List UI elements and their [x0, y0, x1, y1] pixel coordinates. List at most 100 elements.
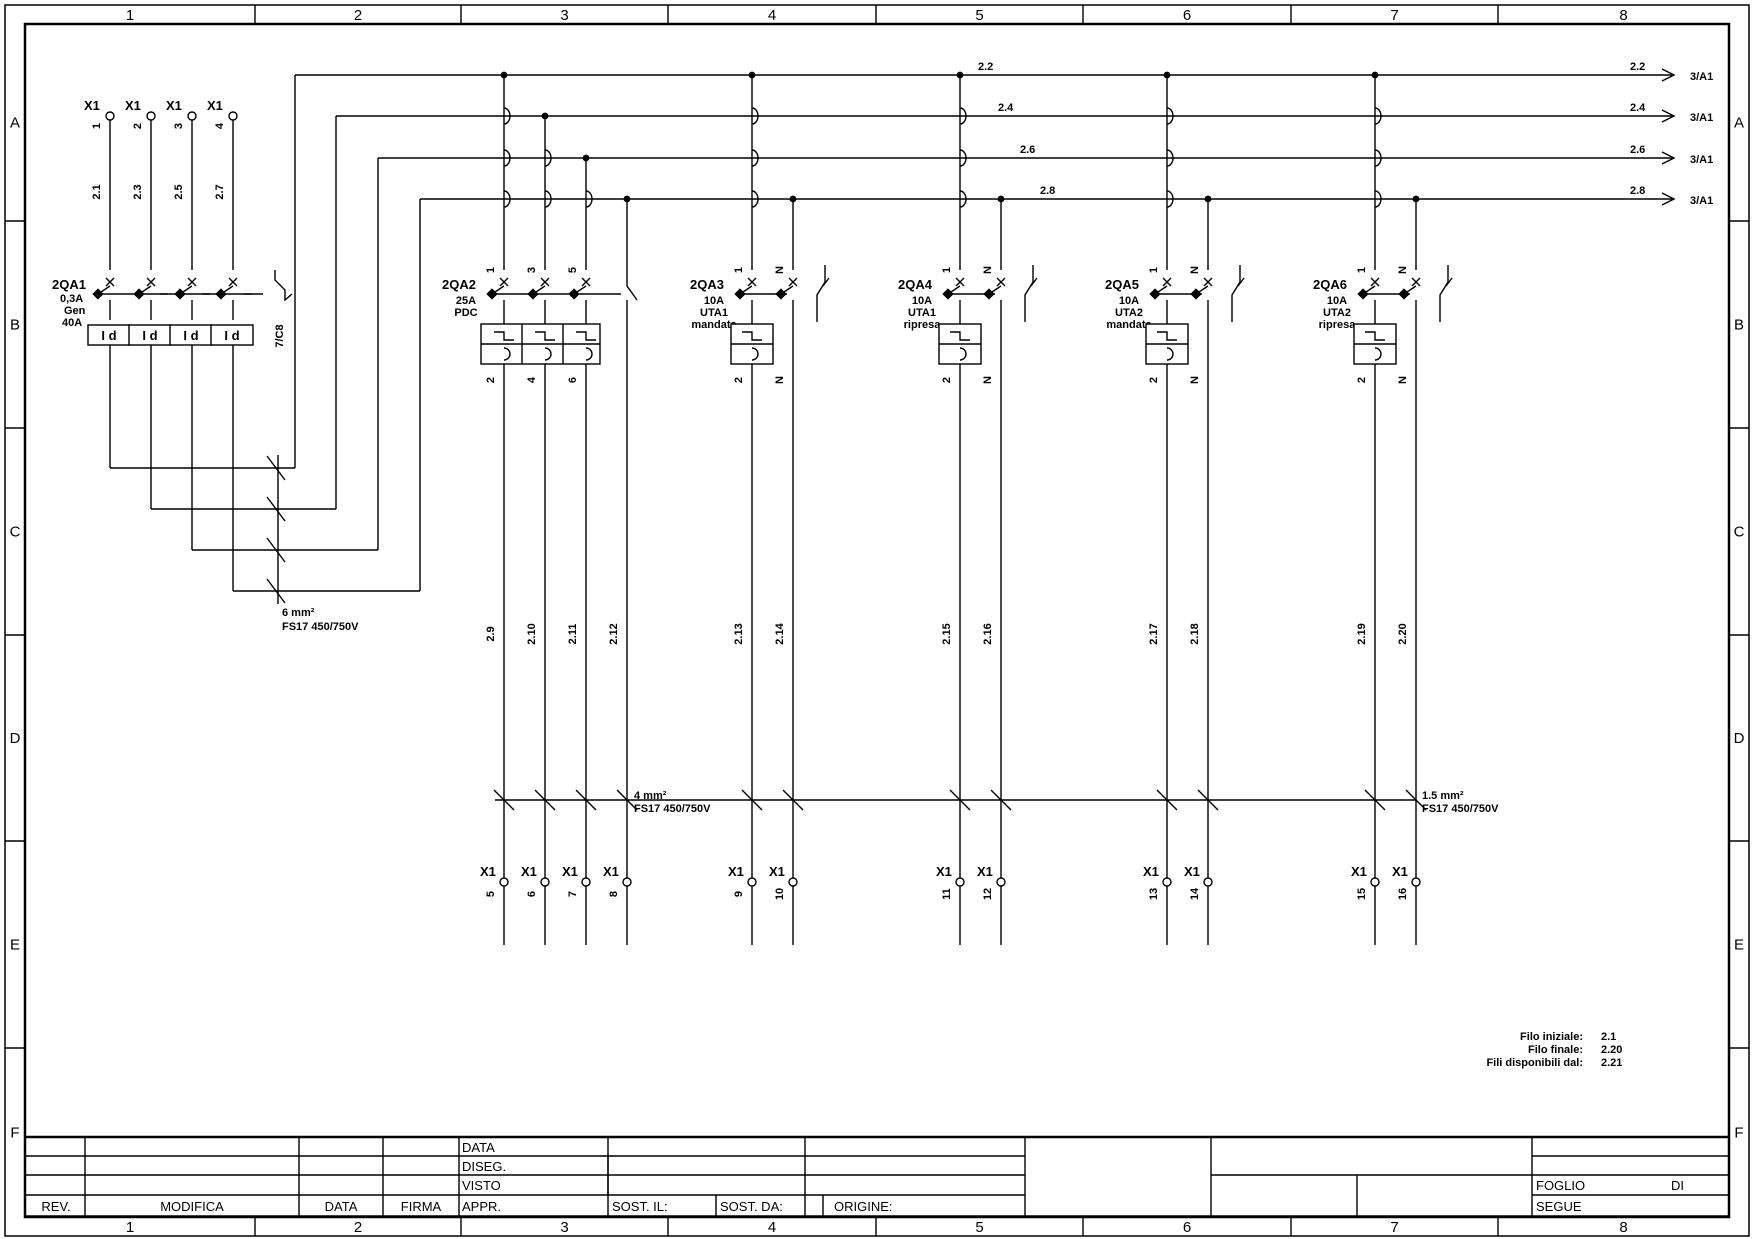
row-label-left: E [10, 937, 20, 954]
foglio-label: FOGLIO [1536, 1178, 1585, 1193]
busbar-label: 2.8 [1040, 185, 1055, 197]
crossover-hop [751, 149, 759, 167]
breaker-tag: 2QA2 [442, 277, 476, 292]
arrow-head [1661, 68, 1676, 82]
breaker-info: UTA1 [908, 307, 936, 319]
cable-type: FS17 450/750V [1422, 803, 1499, 815]
terminal-circle [996, 877, 1006, 887]
pole-number: 6 [567, 377, 579, 383]
arrow-head [1661, 192, 1676, 206]
aux-reference: 7/C8 [274, 324, 286, 347]
row-label-left: A [10, 115, 20, 132]
pole-number: 1 [1148, 267, 1160, 273]
column-label-bottom: 2 [354, 1219, 362, 1236]
column-label-top: 6 [1183, 7, 1191, 24]
terminal-tag: X1 [603, 864, 619, 879]
junction-dot [748, 71, 756, 79]
junction-dot [1204, 195, 1212, 203]
diseg-row-label: DISEG. [462, 1159, 506, 1174]
trip-symbol [1365, 331, 1385, 361]
pole-number: N [1189, 266, 1201, 274]
pole-number: 2 [1356, 377, 1368, 383]
wire-number: 2.20 [1397, 623, 1409, 644]
terminal-number: 14 [1189, 887, 1201, 900]
junction-dot [623, 195, 631, 203]
pole-cross [1203, 277, 1213, 287]
junction-dot [541, 112, 549, 120]
terminal-tag: X1 [977, 864, 993, 879]
pole-number: 2 [485, 377, 497, 383]
column-label-top: 8 [1619, 7, 1627, 24]
pole-cross [540, 277, 550, 287]
crossover-hop [1166, 149, 1174, 167]
trip-symbol [742, 331, 762, 361]
terminal-circle [747, 877, 757, 887]
pole-number: N [1397, 376, 1409, 384]
column-label-bottom: 6 [1183, 1219, 1191, 1236]
pole-number: N [982, 376, 994, 384]
terminal-circle [540, 877, 550, 887]
column-label-top: 1 [126, 7, 134, 24]
cable-tick [266, 455, 286, 481]
breaker-info: mandata [1106, 319, 1152, 331]
crossover-hop [959, 107, 967, 125]
cross-reference: 3/A1 [1690, 195, 1713, 207]
aux-contact [1024, 265, 1038, 322]
aux-contact [1231, 265, 1245, 322]
breaker-info: 10A [1119, 295, 1139, 307]
breaker-info: UTA2 [1115, 307, 1143, 319]
row-label-left: F [10, 1125, 19, 1142]
aux-contact [816, 265, 830, 322]
breaker-tag: 2QA4 [898, 277, 933, 292]
wire-number: 2.12 [608, 623, 620, 644]
crossover-hop [751, 107, 759, 125]
wire-number: 2.14 [774, 622, 786, 644]
terminal-tag: X1 [769, 864, 785, 879]
terminal-circle [1411, 877, 1421, 887]
junction-dot [1412, 195, 1420, 203]
pole-number: 1 [1356, 267, 1368, 273]
terminal-tag: X1 [207, 98, 223, 113]
breaker-info: 40A [62, 317, 82, 329]
wire-info-label: Fili disponibili dal: [1486, 1057, 1583, 1069]
terminal-tag: X1 [521, 864, 537, 879]
terminal-number: 9 [733, 891, 745, 897]
terminal-number: 8 [608, 891, 620, 897]
junction-dot [500, 71, 508, 79]
busbar-end-label: 2.8 [1630, 185, 1645, 197]
pole-number: N [1189, 376, 1201, 384]
crossover-hop [1374, 149, 1382, 167]
junction-dot [1163, 71, 1171, 79]
terminal-number: 5 [485, 891, 497, 897]
breaker-tag: 2QA3 [690, 277, 724, 292]
sost-il-label: SOST. IL: [612, 1199, 668, 1214]
data-row-label: DATA [462, 1140, 495, 1155]
wire-number: 2.9 [485, 626, 497, 641]
trip-symbol [1157, 331, 1177, 361]
breaker-info: ripresa [904, 319, 942, 331]
row-label-right: D [1734, 730, 1745, 747]
busbar-label: 2.6 [1020, 144, 1035, 156]
wire-number: 2.7 [214, 184, 226, 199]
sost-da-label: SOST. DA: [720, 1199, 783, 1214]
terminal-number: 2 [132, 123, 144, 129]
breaker-tag: 2QA5 [1105, 277, 1139, 292]
wire-number: 2.11 [567, 624, 579, 645]
segue-label: SEGUE [1536, 1199, 1582, 1214]
rcd-label: I d [101, 328, 116, 343]
terminal-tag: X1 [125, 98, 141, 113]
terminal-circle [1203, 877, 1213, 887]
junction-dot [789, 195, 797, 203]
cable-section: 4 mm² [634, 790, 667, 802]
column-label-bottom: 7 [1390, 1219, 1398, 1236]
crossover-hop [1374, 107, 1382, 125]
pole-number: 1 [485, 267, 497, 273]
wire-info-label: Filo iniziale: [1520, 1031, 1583, 1043]
terminal-tag: X1 [1392, 864, 1408, 879]
wire-info-value: 2.20 [1601, 1044, 1622, 1056]
cable-section: 1.5 mm² [1422, 790, 1464, 802]
pole-cross [955, 277, 965, 287]
di-label: DI [1671, 1178, 1684, 1193]
breaker-tag: 2QA6 [1313, 277, 1347, 292]
